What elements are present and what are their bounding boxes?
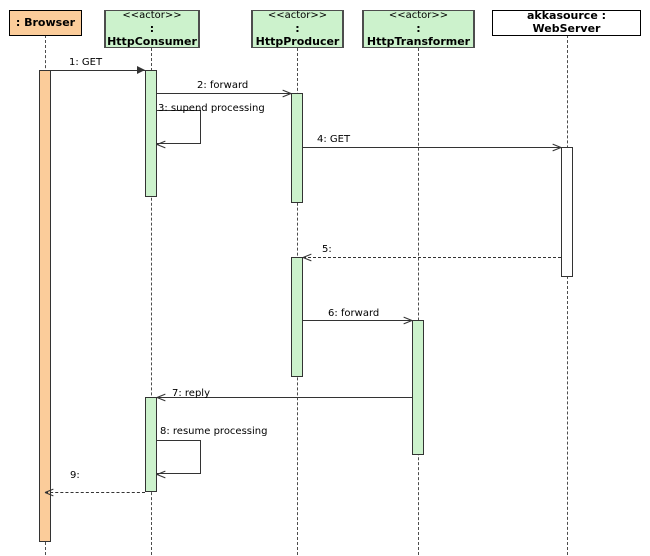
- message-7-arrowhead: [157, 393, 166, 402]
- message-4-arrowhead: [552, 143, 561, 152]
- message-8-bracket: [157, 440, 201, 474]
- message-9-arrowhead: [45, 488, 54, 497]
- message-4-label: 4: GET: [317, 134, 351, 145]
- participant-httptransformer-stereotype: <<actor>>: [388, 9, 449, 21]
- message-5-arrowhead: [303, 253, 312, 262]
- message-3-bracket: [157, 110, 201, 144]
- participant-httpproducer-label: : HttpProducer: [255, 22, 340, 48]
- lifeline-webserver: [567, 35, 568, 555]
- activation-httptransformer-1: [412, 320, 424, 455]
- message-1-arrowhead: [137, 66, 145, 74]
- participant-httptransformer[interactable]: <<actor>> : HttpTransformer: [362, 10, 475, 48]
- participant-webserver-label: akkasource : WebServer: [526, 9, 607, 35]
- message-2-arrowhead: [282, 89, 291, 98]
- lifeline-httpconsumer: [151, 48, 152, 555]
- message-1-label: 1: GET: [69, 57, 103, 68]
- message-6-label: 6: forward: [328, 308, 380, 319]
- message-2-label: 2: forward: [197, 80, 249, 91]
- participant-httpconsumer-label: : HttpConsumer: [107, 22, 197, 48]
- activation-httpproducer-1: [291, 93, 303, 203]
- message-3-arrowhead: [157, 140, 166, 149]
- message-7-label: 7: reply: [172, 388, 210, 399]
- activation-httpconsumer-1: [145, 70, 157, 197]
- activation-httpconsumer-2: [145, 397, 157, 492]
- message-6-line: [303, 320, 412, 321]
- message-9-line: [45, 492, 145, 493]
- participant-webserver[interactable]: akkasource : WebServer: [492, 9, 641, 36]
- message-8-label: 8: resume processing: [160, 426, 268, 437]
- message-5-line: [303, 257, 561, 258]
- participant-httpproducer[interactable]: <<actor>> : HttpProducer: [251, 10, 344, 48]
- message-3-label: 3: supend processing: [158, 103, 265, 114]
- participant-httpproducer-stereotype: <<actor>>: [267, 9, 328, 21]
- message-7-line: [157, 397, 412, 398]
- message-1-line: [45, 70, 145, 71]
- participant-httpconsumer[interactable]: <<actor>> : HttpConsumer: [104, 10, 200, 48]
- activation-webserver-1: [561, 147, 573, 277]
- activation-browser: [39, 70, 51, 542]
- message-4-line: [303, 147, 561, 148]
- message-6-arrowhead: [403, 316, 412, 325]
- message-9-label: 9:: [70, 470, 80, 481]
- participant-httpconsumer-stereotype: <<actor>>: [122, 9, 182, 21]
- participant-httptransformer-label: : HttpTransformer: [366, 22, 471, 48]
- lifeline-httptransformer: [418, 48, 419, 555]
- message-2-line: [157, 93, 291, 94]
- message-5-label: 5:: [322, 244, 332, 255]
- message-8-arrowhead: [157, 470, 166, 479]
- participant-browser-label: : Browser: [15, 15, 76, 29]
- activation-httpproducer-2: [291, 257, 303, 377]
- participant-browser[interactable]: : Browser: [9, 10, 82, 36]
